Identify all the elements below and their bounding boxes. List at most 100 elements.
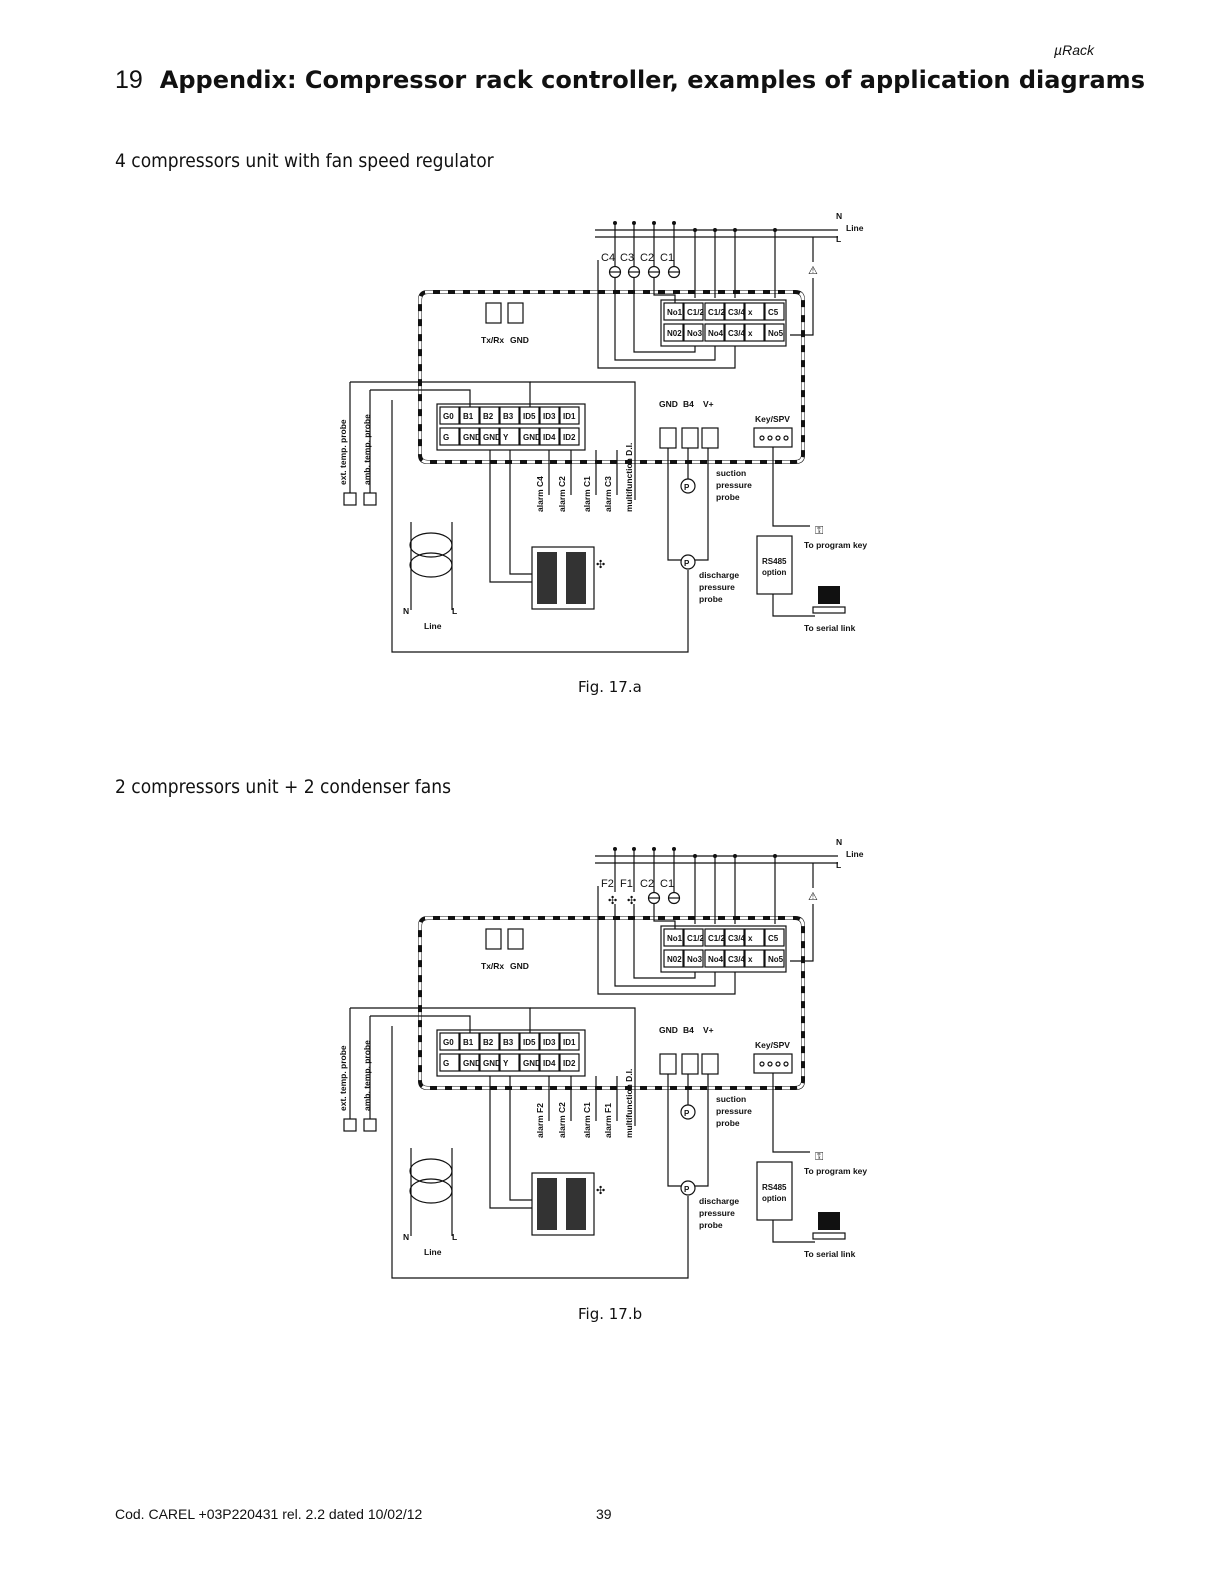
label-n: N: [836, 837, 842, 847]
regulator-fins: [537, 1178, 557, 1230]
input-terminal-label: G0: [443, 1038, 454, 1047]
gnd-label: GND: [510, 961, 529, 971]
gnd-connector: [507, 302, 524, 324]
relay-terminal-label: x: [748, 308, 753, 317]
relay-terminal-label: C5: [768, 934, 779, 943]
alarm-input-label: alarm F1: [603, 1103, 613, 1138]
alarm-input-label: alarm C1: [582, 1102, 592, 1138]
relay-terminal-label: No3: [687, 329, 703, 338]
fan-icon: ✣: [596, 559, 605, 571]
pc-keyboard-icon: [812, 1232, 846, 1240]
alarm-bus: [530, 381, 636, 500]
fan-icon: ✣: [596, 1185, 605, 1197]
relay-terminal-label: x: [748, 934, 753, 943]
relay-terminal: [724, 928, 745, 947]
rs485-option-label: option: [762, 568, 787, 577]
input-terminal-label: G0: [443, 412, 454, 421]
keyspv-label: Key/SPV: [755, 414, 790, 424]
label-line: Line: [846, 223, 864, 233]
probe-wire: [370, 1015, 471, 1033]
input-terminal: [479, 1053, 500, 1072]
relay-terminal-label: C1/2: [708, 934, 725, 943]
load-label: C1: [660, 878, 674, 890]
keyspv-pin: [783, 435, 789, 441]
input-terminal: [539, 406, 560, 425]
title-text: Appendix: Compressor rack controller, ex…: [159, 66, 1145, 94]
gnd-label: GND: [510, 335, 529, 345]
rs485-label: RS485: [762, 1183, 787, 1192]
input-terminal: [439, 1053, 460, 1072]
input-terminal: [559, 1053, 580, 1072]
load-return: [633, 278, 696, 353]
rs485-option: [756, 535, 793, 595]
key-wire: [772, 1073, 810, 1153]
input-terminal-label: GND: [523, 1059, 541, 1068]
discharge-label: pressure: [699, 1208, 735, 1218]
keyspv-pin: [759, 435, 765, 441]
input-terminal-label: B1: [463, 1038, 474, 1047]
figure-a-caption: Fig. 17.a: [578, 678, 642, 696]
line-l-label: L: [452, 606, 457, 616]
input-terminal: [499, 1032, 520, 1051]
input-terminal-label: GND: [463, 1059, 481, 1068]
relay-terminal: [744, 928, 765, 947]
relay-terminal-label: C1/2: [687, 934, 704, 943]
input-terminal: [459, 1053, 480, 1072]
input-terminal-label: Y: [503, 433, 509, 442]
txrx-connector: [485, 928, 502, 950]
txrx-label: Tx/Rx: [481, 961, 504, 971]
label-l: L: [836, 860, 841, 870]
keyspv-label: Key/SPV: [755, 1040, 790, 1050]
input-terminal: [479, 427, 500, 446]
relay-terminal: [744, 323, 765, 342]
multifunction-label: multifunction D.I.: [624, 443, 634, 512]
probe-term-label: V+: [703, 399, 714, 409]
regulator-wire: [509, 1076, 532, 1201]
input-terminal-label: ID1: [563, 1038, 576, 1047]
relay-terminal-label: C1/2: [687, 308, 704, 317]
brand-label: µRack: [1054, 42, 1094, 58]
relay-terminal-label: N02: [667, 329, 682, 338]
input-terminal: [519, 427, 540, 446]
lamp-return: [790, 278, 814, 336]
load-label: F2: [601, 878, 614, 890]
pc-keyboard-icon: [812, 606, 846, 614]
relay-terminal: [663, 323, 684, 342]
relay-terminal: [663, 302, 684, 321]
probe-wire: [667, 448, 681, 561]
label-n: N: [836, 211, 842, 221]
relay-terminal-label: x: [748, 955, 753, 964]
page-title: 19 Appendix: Compressor rack controller,…: [115, 66, 1145, 95]
input-terminal-label: ID5: [523, 1038, 536, 1047]
suction-p-label: P: [684, 1109, 690, 1118]
rs485-option-label: option: [762, 1194, 787, 1203]
label-l: L: [836, 234, 841, 244]
input-terminal: [459, 427, 480, 446]
suction-label: pressure: [716, 480, 752, 490]
alarm-bus: [530, 1007, 636, 1126]
input-terminal-label: ID4: [543, 1059, 556, 1068]
relay-terminal: [663, 949, 684, 968]
relay-terminal-label: No5: [768, 329, 784, 338]
load-label: C3: [620, 252, 634, 264]
alarm-input-label: alarm C1: [582, 476, 592, 512]
line-label: Line: [424, 1247, 442, 1257]
figure-b-title: 2 compressors unit + 2 condenser fans: [115, 776, 452, 798]
figure-a-title: 4 compressors unit with fan speed regula…: [115, 150, 494, 172]
keyspv-pin: [767, 435, 773, 441]
alarm-input-label: alarm F2: [535, 1103, 545, 1138]
load-return: [614, 904, 716, 987]
keyspv-pin: [783, 1061, 789, 1067]
to-program-key-label: To program key: [804, 540, 867, 550]
probe-term-label: B4: [683, 1025, 694, 1035]
ext-probe-icon: [343, 492, 357, 506]
keyspv-pin: [767, 1061, 773, 1067]
input-terminal-label: B2: [483, 1038, 494, 1047]
relay-terminal-label: No4: [708, 329, 724, 338]
load-return: [653, 904, 676, 929]
input-terminal: [559, 406, 580, 425]
to-serial-link-label: To serial link: [804, 1249, 856, 1259]
page-number: 39: [596, 1506, 612, 1522]
discharge-probe-icon: [680, 554, 696, 570]
input-terminal: [499, 1053, 520, 1072]
